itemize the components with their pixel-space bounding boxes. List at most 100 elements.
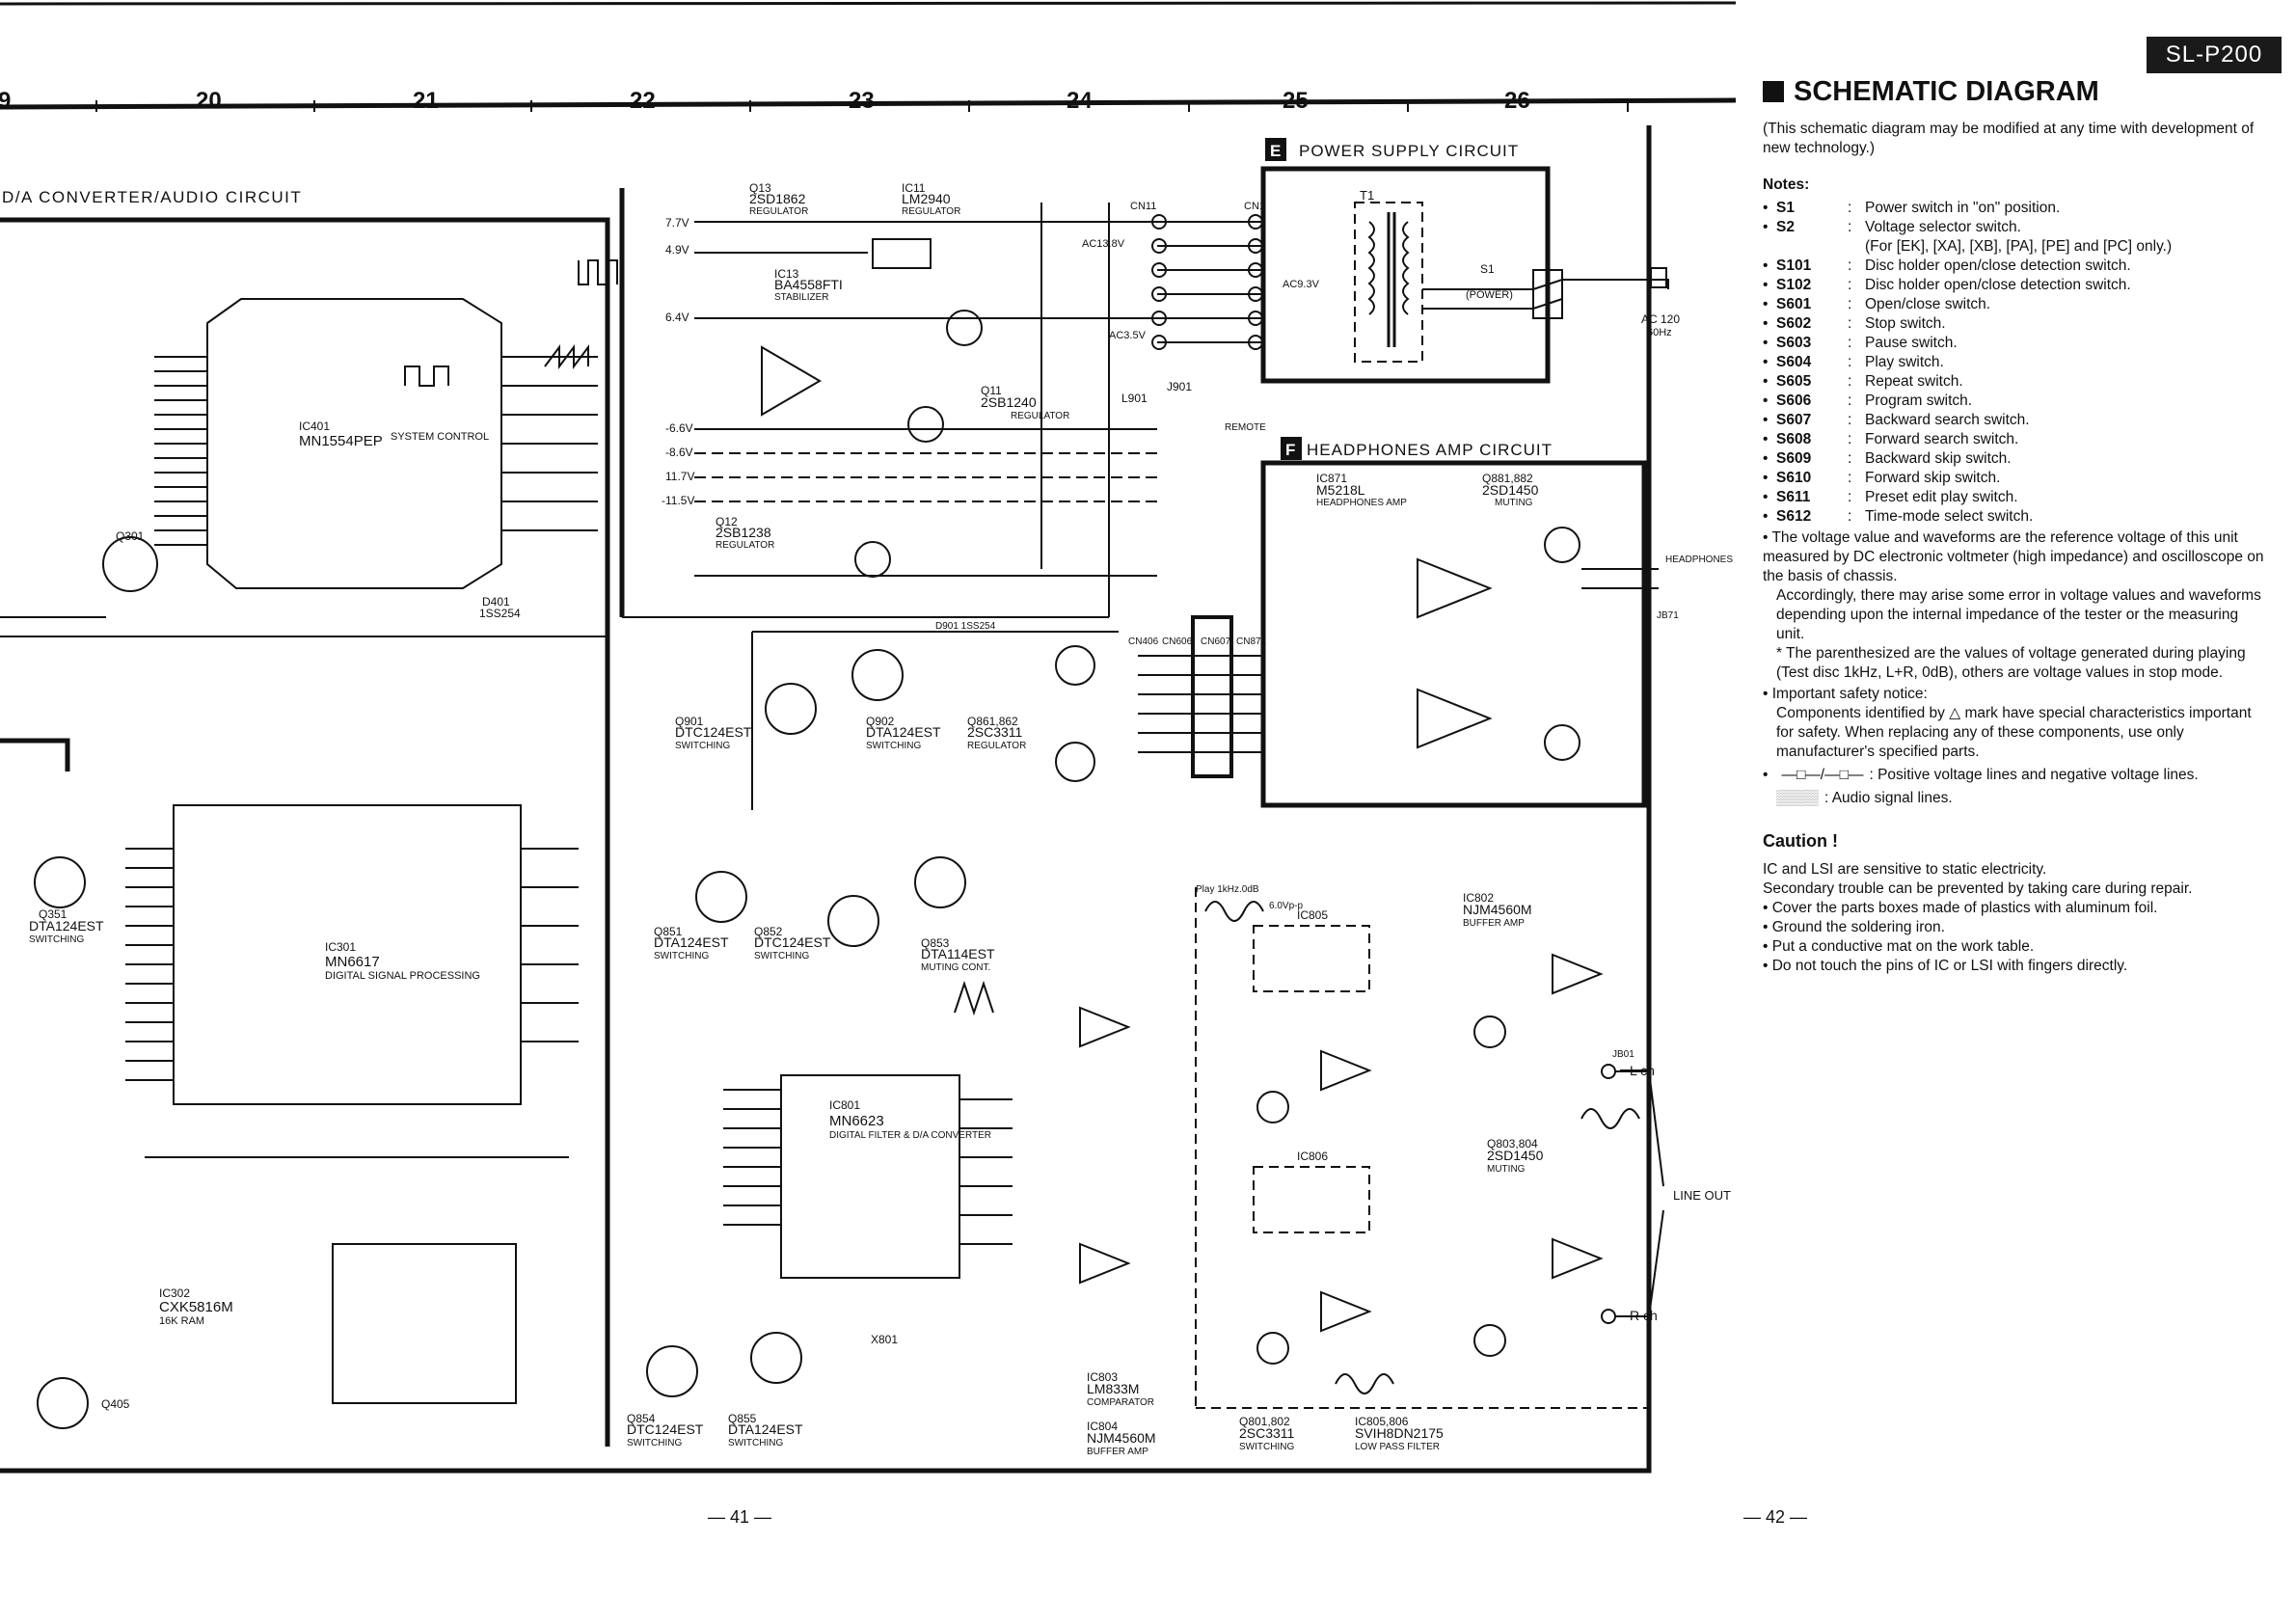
ic805-part: SVIH8DN2175 (1355, 1425, 1444, 1441)
cn11-label: CN11 (1130, 201, 1156, 212)
q861-label: Q861,862 (967, 715, 1018, 728)
ic301-part: MN6617 (325, 954, 380, 970)
vpp-label: 6.0Vp-p (1269, 901, 1303, 911)
d901-label: D901 1SS254 (935, 621, 996, 632)
q852-part: DTC124EST (754, 934, 831, 950)
switch-row: •S612:Time-mode select switch. (1763, 508, 2034, 525)
legend-audio-text: : Audio signal lines. (1823, 790, 1953, 806)
psu-ac-hz-label: 60Hz (1647, 327, 1672, 338)
ic302-func: 16K RAM (159, 1315, 204, 1327)
ic801-part: MN6623 (829, 1113, 884, 1129)
schematic-diagram: 9 20 21 22 23 24 25 26 D/A CONVERTER/AUD… (0, 1, 1736, 1474)
q803-func: MUTING (1487, 1164, 1526, 1175)
switch-list: •S1:Power switch in "on" position. •S2:V… (1763, 199, 2264, 527)
ic801-label: IC801 (829, 1098, 860, 1112)
q854-func: SWITCHING (627, 1438, 682, 1448)
cn606-label: CN606 (1162, 636, 1193, 647)
psu-s1-label: S1 (1480, 262, 1495, 276)
ruler-label-9: 9 (0, 88, 11, 114)
ic805-label: IC805,806 (1355, 1415, 1409, 1428)
q13-part: 2SD1862 (749, 191, 806, 206)
x801-label: X801 (871, 1333, 898, 1346)
switch-row: •S602:Stop switch. (1763, 315, 1946, 332)
ac35-label: AC3.5V (1109, 330, 1147, 341)
remote-label: REMOTE (1225, 422, 1266, 433)
ic806-unit-label: IC806 (1297, 1150, 1328, 1163)
switch-row: •S606:Program switch. (1763, 392, 1973, 409)
switch-row: •S102:Disc holder open/close detection s… (1763, 277, 2131, 293)
caution-heading: Caution ! (1763, 831, 1838, 851)
q11-label: Q11 (981, 384, 1002, 397)
vm86-label: -8.6V (665, 446, 693, 459)
ic11-label: IC11 (902, 181, 926, 195)
section-hp-letter: F (1285, 441, 1295, 459)
q12-label: Q12 (716, 515, 738, 528)
safety-text: Components identified by △ mark have spe… (1776, 705, 2252, 760)
q901-func: SWITCHING (675, 741, 730, 751)
play-ref-label: Play 1kHz.0dB (1196, 884, 1259, 895)
caution-line: Secondary trouble can be prevented by ta… (1763, 880, 2193, 897)
parenthesized-note: * The parenthesized are the values of vo… (1776, 645, 2246, 681)
psu-t1-label: T1 (1360, 188, 1374, 203)
ruler-label-25: 25 (1283, 88, 1309, 114)
vm66-label: -6.6V (665, 421, 693, 435)
ic801-func: DIGITAL FILTER & D/A CONVERTER (829, 1130, 991, 1141)
ic401-label: IC401 (299, 420, 330, 433)
l901-label: L901 (1121, 392, 1148, 405)
s2-subnote: (For [EK], [XA], [XB], [PA], [PE] and [P… (1865, 238, 2173, 255)
q12-part: 2SB1238 (716, 525, 771, 540)
ruler-label-22: 22 (630, 88, 656, 114)
ruler-label-21: 21 (413, 88, 439, 114)
ic13-func: STABILIZER (774, 292, 829, 303)
rch-label: R ch (1630, 1308, 1658, 1323)
ic302-part: CXK5816M (159, 1299, 233, 1315)
vm115-label: -11.5V (662, 494, 694, 507)
q803-label: Q803,804 (1487, 1137, 1538, 1150)
v117-label: 11.7V (665, 470, 694, 483)
caution-line: IC and LSI are sensitive to static elect… (1763, 861, 2047, 878)
q851-part: DTA124EST (654, 934, 729, 950)
q11-func: REGULATOR (1011, 411, 1069, 421)
q851-label: Q851 (654, 925, 683, 938)
ruler-label-26: 26 (1504, 88, 1530, 114)
q854-part: DTC124EST (627, 1421, 704, 1437)
j901-label: J901 (1167, 380, 1192, 393)
d401-part: 1SS254 (479, 607, 521, 620)
line-out-label: LINE OUT (1673, 1188, 1731, 1203)
ic401-part: MN1554PEP (299, 433, 383, 449)
title-text: SCHEMATIC DIAGRAM (1794, 76, 2099, 107)
headphones-label: HEADPHONES (1665, 555, 1733, 565)
ic802-func: BUFFER AMP (1463, 918, 1525, 929)
switch-row: •S607:Backward search switch. (1763, 412, 2030, 428)
ic802-part: NJM4560M (1463, 902, 1532, 917)
section-hp-title: HEADPHONES AMP CIRCUIT (1307, 441, 1553, 459)
q12-func: REGULATOR (716, 540, 774, 551)
grid-ruler (0, 1, 1736, 112)
q301-label: Q301 (116, 529, 145, 543)
ruler-label-23: 23 (849, 88, 875, 114)
q861-part: 2SC3311 (967, 724, 1023, 740)
cn871-label: CN871 (1236, 636, 1267, 647)
ic871-func: HEADPHONES AMP (1316, 498, 1407, 508)
caution-bullet: • Do not touch the pins of IC or LSI wit… (1763, 958, 2128, 974)
q803-part: 2SD1450 (1487, 1148, 1544, 1163)
safety-heading: • Important safety notice: (1763, 686, 1928, 702)
q881-func: MUTING (1495, 498, 1533, 508)
ic401-func: SYSTEM CONTROL (391, 431, 489, 443)
d401-label: D401 (482, 595, 510, 609)
voltage-line-icon: —□—/—□— (1781, 767, 1864, 783)
q405-label: Q405 (101, 1397, 130, 1411)
q851-func: SWITCHING (654, 951, 709, 961)
page-number-right: — 42 — (1743, 1507, 1808, 1527)
voltage-note-2: Accordingly, there may arise some error … (1776, 587, 2261, 642)
ic804-label: IC804 (1087, 1420, 1118, 1433)
q853-label: Q853 (921, 936, 950, 950)
ic803-func: COMPARATOR (1087, 1397, 1154, 1408)
q351-func: SWITCHING (29, 934, 84, 945)
q881-label: Q881,882 (1482, 472, 1533, 485)
q855-func: SWITCHING (728, 1438, 783, 1448)
ruler-label-24: 24 (1067, 88, 1093, 114)
ic13-label: IC13 (774, 267, 799, 281)
switch-row: •S605:Repeat switch. (1763, 373, 1963, 390)
q902-part: DTA124EST (866, 724, 941, 740)
